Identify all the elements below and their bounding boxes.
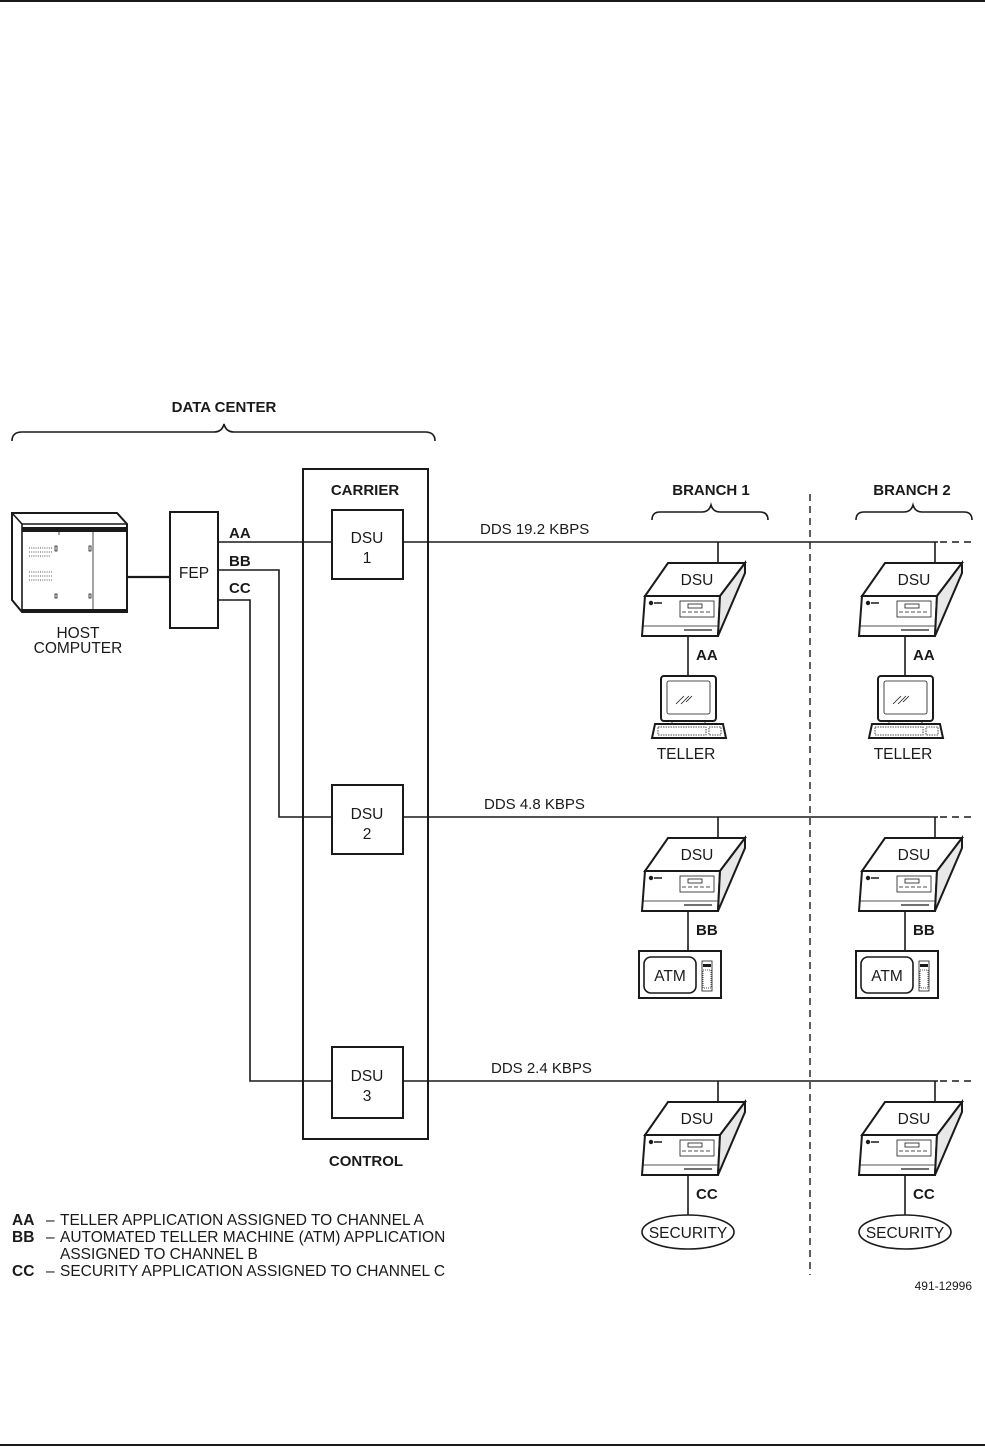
legend-item-bb-continued: ASSIGNED TO CHANNEL B [12, 1246, 445, 1263]
page-top-rule [0, 0, 985, 2]
legend-text: AUTOMATED TELLER MACHINE (ATM) APPLICATI… [60, 1229, 446, 1246]
branch-channel-label: AA [696, 647, 718, 664]
branch-dsu-label: DSU [681, 572, 714, 589]
atm-machine-icon[interactable]: ATM [638, 950, 722, 999]
central-dsu-1[interactable]: DSU 1 [331, 509, 404, 580]
host-computer-label-line2: COMPUTER [34, 640, 123, 657]
branch-channel-label: CC [696, 1186, 718, 1203]
central-dsu-3-name: DSU [351, 1068, 384, 1085]
legend-dash: – [46, 1263, 55, 1280]
branch-1-atm-machine-group: DSU BB ATM [638, 817, 748, 999]
dds-line-3-label: DDS 2.4 KBPS [491, 1060, 592, 1077]
legend-item-cc: CC – SECURITY APPLICATION ASSIGNED TO CH… [12, 1263, 445, 1280]
channel-bb-wire [218, 569, 332, 818]
data-center-brace [11, 423, 436, 442]
central-dsu-1-name: DSU [351, 530, 384, 547]
branch-dsu-label: DSU [898, 847, 931, 864]
branch-channel-label: CC [913, 1186, 935, 1203]
teller-label: TELLER [874, 746, 933, 763]
legend-dash: – [46, 1229, 55, 1246]
branch-1-brace [651, 502, 769, 521]
legend-text: TELLER APPLICATION ASSIGNED TO CHANNEL A [60, 1212, 424, 1229]
security-label: SECURITY [649, 1225, 727, 1242]
channel-cc-wire [218, 599, 332, 1082]
control-label: CONTROL [329, 1153, 403, 1170]
legend-code: AA [12, 1212, 35, 1229]
fep-channel-bb-label: BB [229, 553, 251, 570]
legend-dash: – [46, 1212, 55, 1229]
branch-dsu-label: DSU [681, 847, 714, 864]
host-computer-icon [11, 512, 128, 613]
atm-machine-icon[interactable]: ATM [855, 950, 939, 999]
central-dsu-3[interactable]: DSU 3 [331, 1046, 404, 1119]
figure-id: 491-12996 [915, 1279, 973, 1293]
legend-item-aa: AA – TELLER APPLICATION ASSIGNED TO CHAN… [12, 1212, 445, 1229]
page-bottom-rule [0, 1444, 985, 1446]
branch-dsu-icon[interactable]: DSU [857, 835, 965, 912]
security-system-icon[interactable]: SECURITY [641, 1214, 735, 1250]
branch-dsu-label: DSU [898, 1111, 931, 1128]
dds-line-1-label: DDS 19.2 KBPS [480, 521, 589, 538]
legend-text: ASSIGNED TO CHANNEL B [60, 1246, 258, 1263]
fep-channel-aa-label: AA [229, 525, 251, 542]
branch-dsu-icon[interactable]: DSU [640, 560, 748, 637]
branch-dsu-icon[interactable]: DSU [640, 835, 748, 912]
branch-1-teller-terminal-group: DSU AA TELLER [640, 542, 748, 763]
branch-2-teller-terminal-group: DSU AA TELLER [857, 542, 965, 763]
legend-item-bb: BB – AUTOMATED TELLER MACHINE (ATM) APPL… [12, 1229, 445, 1246]
branch-2-brace [855, 502, 973, 521]
central-dsu-3-number: 3 [363, 1088, 372, 1105]
teller-terminal-icon[interactable] [650, 675, 728, 739]
branch-2-label: BRANCH 2 [873, 482, 951, 499]
branch-dsu-icon[interactable]: DSU [640, 1099, 748, 1176]
carrier-enclosure [302, 468, 429, 1140]
branch-1-security-ellipse-group: DSU CC SECURITY [640, 1081, 748, 1250]
data-center-label: DATA CENTER [172, 399, 277, 416]
branch-channel-label: BB [696, 922, 718, 939]
atm-label: ATM [871, 968, 903, 985]
central-dsu-2[interactable]: DSU 2 [331, 784, 404, 855]
branch-2-atm-machine-group: DSU BB ATM [855, 817, 965, 999]
fep-box[interactable] [169, 511, 219, 629]
central-dsu-2-name: DSU [351, 806, 384, 823]
branch-dsu-label: DSU [681, 1111, 714, 1128]
dds-line-2-label: DDS 4.8 KBPS [484, 796, 585, 813]
legend-text: SECURITY APPLICATION ASSIGNED TO CHANNEL… [60, 1263, 446, 1280]
branch-1-label: BRANCH 1 [672, 482, 750, 499]
teller-label: TELLER [657, 746, 716, 763]
atm-label: ATM [654, 968, 686, 985]
host-computer-label-line1: HOST [56, 625, 100, 642]
branch-dsu-icon[interactable]: DSU [857, 560, 965, 637]
branch-channel-label: AA [913, 647, 935, 664]
branch-channel-label: BB [913, 922, 935, 939]
security-system-icon[interactable]: SECURITY [858, 1214, 952, 1250]
branch-2-security-ellipse-group: DSU CC SECURITY [857, 1081, 965, 1250]
branch-devices: DSUAATELLERDSUAATELLERDSUBBATMDSUBBATMDS… [638, 542, 965, 1250]
branch-dsu-label: DSU [898, 572, 931, 589]
carrier-label: CARRIER [331, 482, 400, 499]
central-dsu-1-number: 1 [363, 550, 372, 567]
legend: AA – TELLER APPLICATION ASSIGNED TO CHAN… [12, 1212, 445, 1280]
legend-code: CC [12, 1263, 35, 1280]
legend-code: BB [12, 1229, 35, 1246]
fep-channel-cc-label: CC [229, 580, 251, 597]
security-label: SECURITY [866, 1225, 944, 1242]
branch-dsu-icon[interactable]: DSU [857, 1099, 965, 1176]
central-dsu-2-number: 2 [363, 826, 372, 843]
fep-label: FEP [179, 565, 209, 582]
teller-terminal-icon[interactable] [867, 675, 945, 739]
